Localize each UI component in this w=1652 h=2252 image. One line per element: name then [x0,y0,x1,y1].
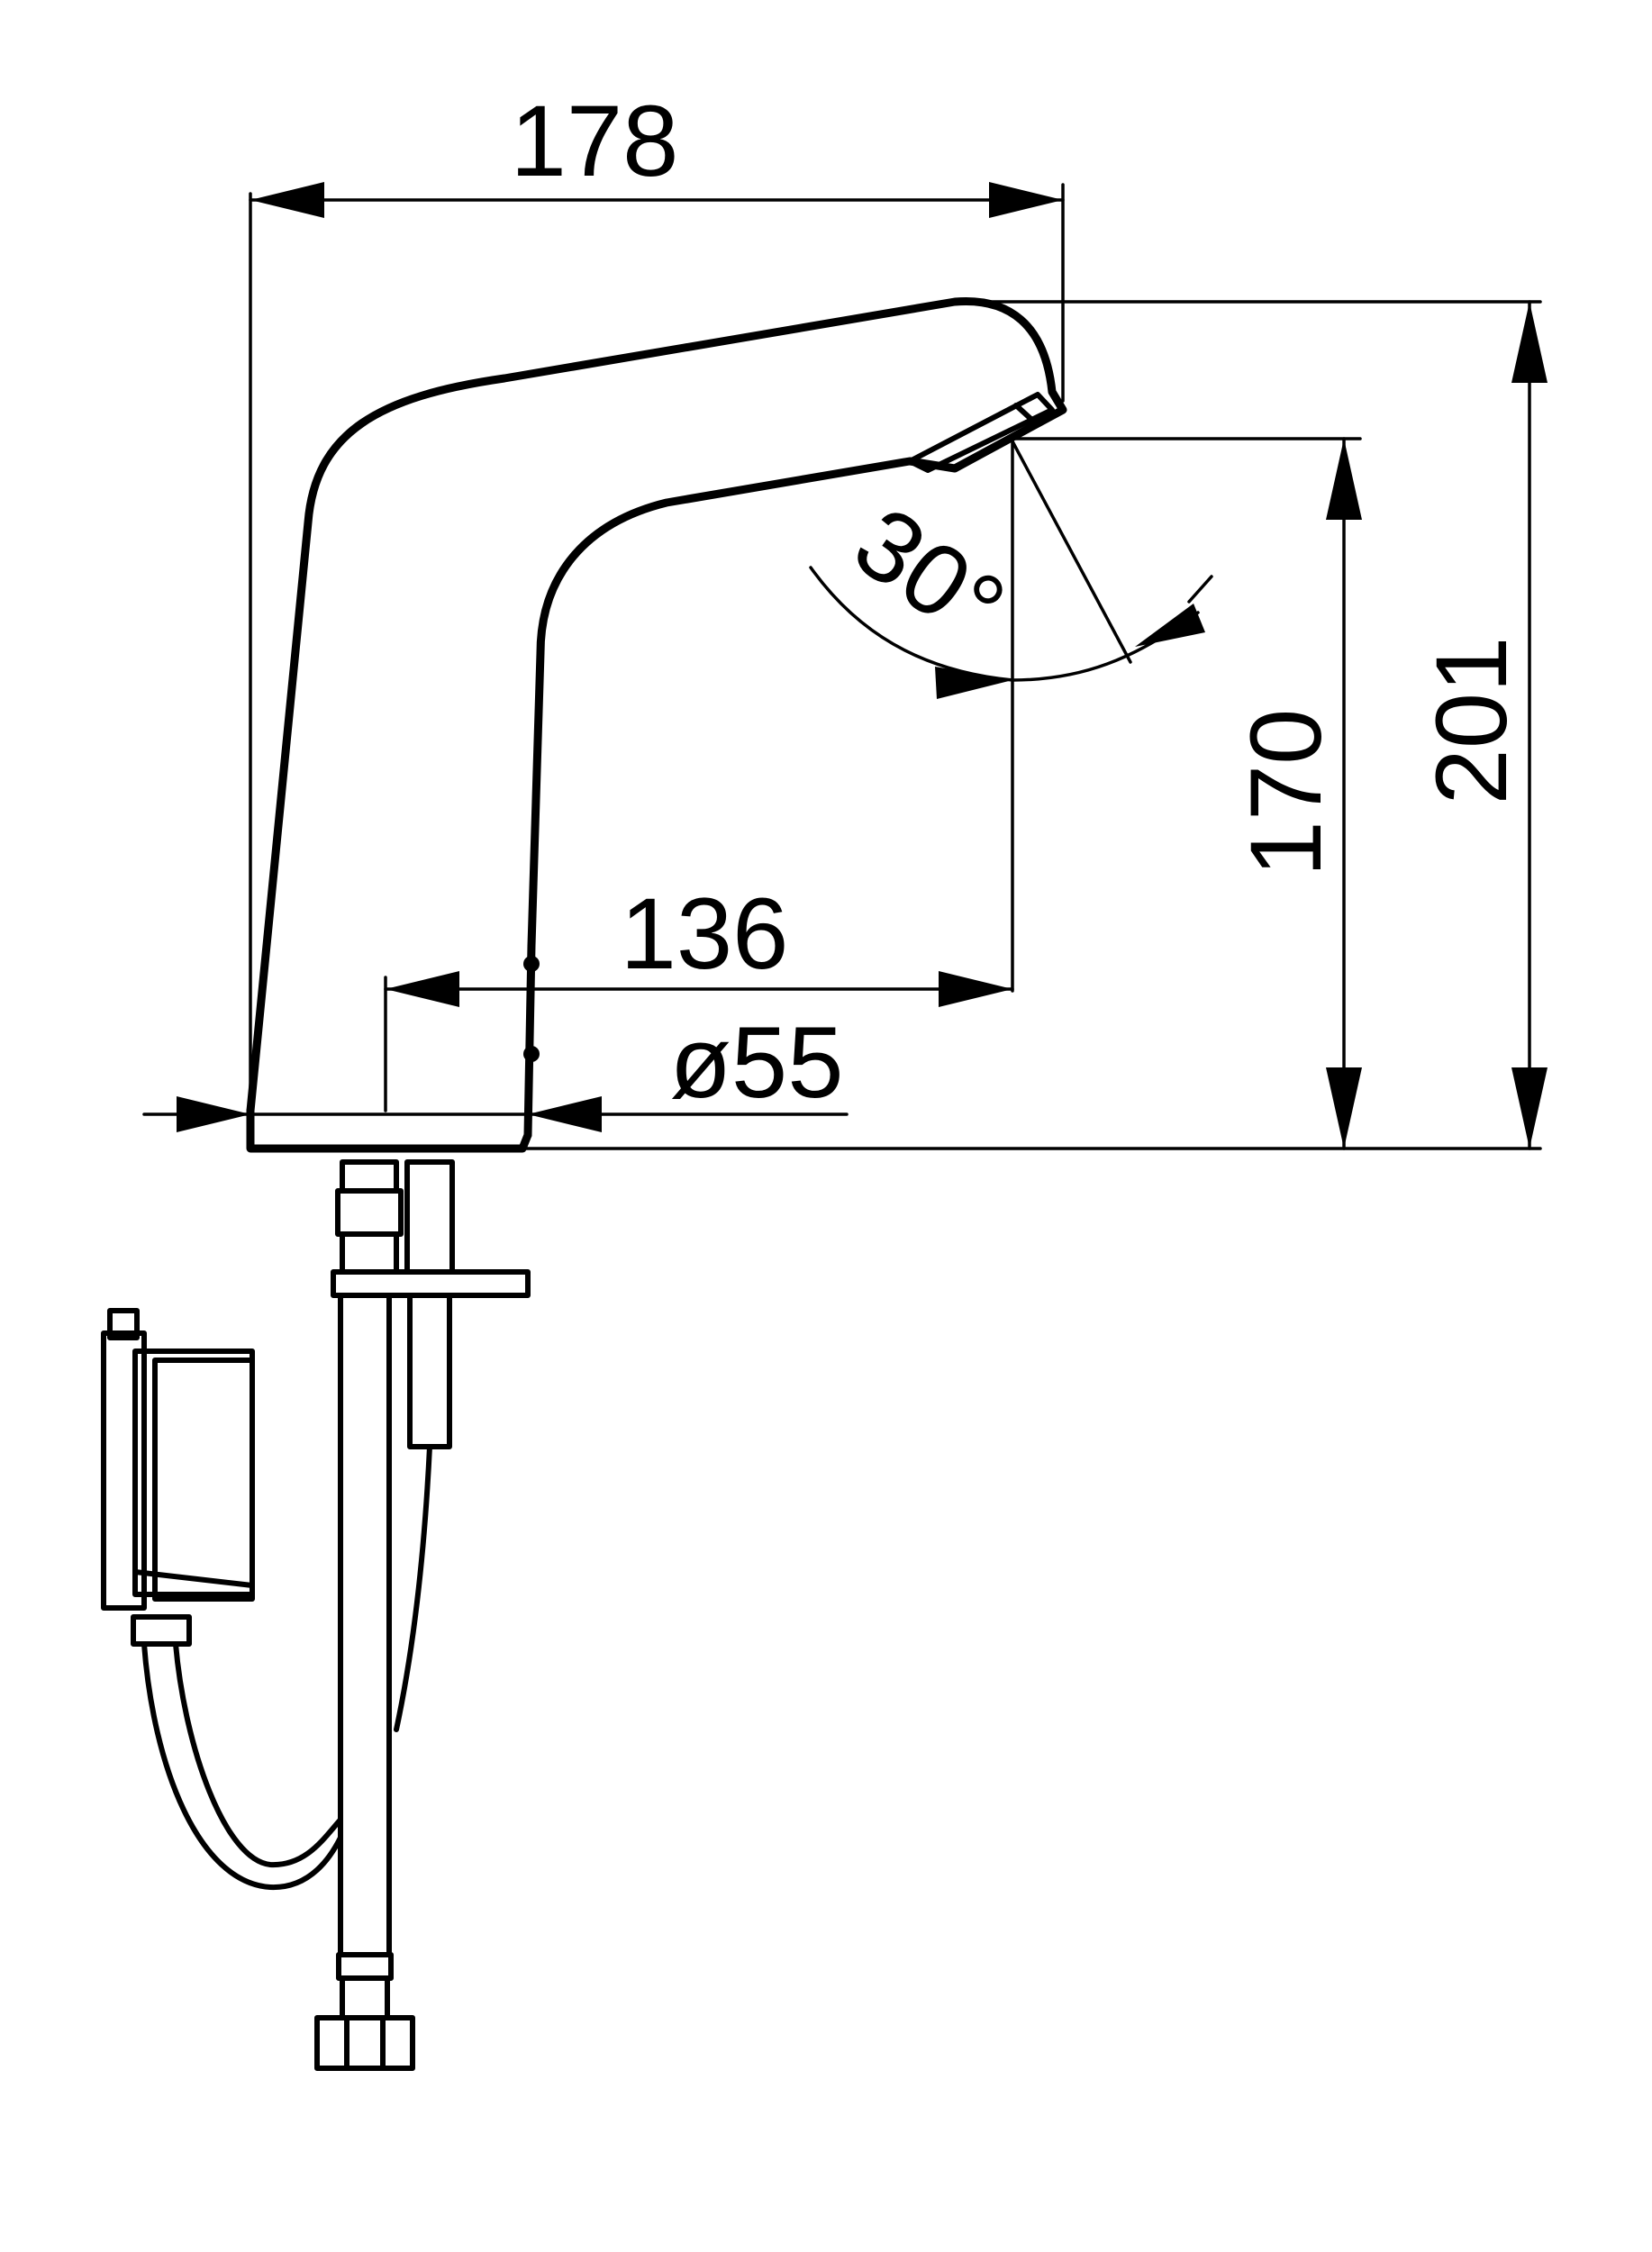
dim-label-spray-angle: 30° [835,486,1024,666]
dim-spray-angle [809,440,1213,699]
sensor-dot-top [523,956,540,972]
dim-overall-height [521,300,1548,1150]
dim-spout-reach [384,437,1014,1112]
faucet-body [246,296,1067,1153]
dim-label-spout-reach: 136 [621,877,789,990]
dim-outlet-height [1012,437,1362,1150]
dim-label-outlet-height: 170 [1230,709,1342,877]
dim-base-diameter [142,1096,849,1132]
dim-overall-width [249,182,1065,1112]
dim-label-overall-width: 178 [511,85,679,197]
threaded-rod [394,1159,455,1732]
control-box [101,1308,343,1891]
sensor-dot-bottom [523,1046,540,1062]
dim-label-base-diameter: ø55 [670,1006,844,1119]
dim-label-overall-height: 201 [1415,637,1528,805]
